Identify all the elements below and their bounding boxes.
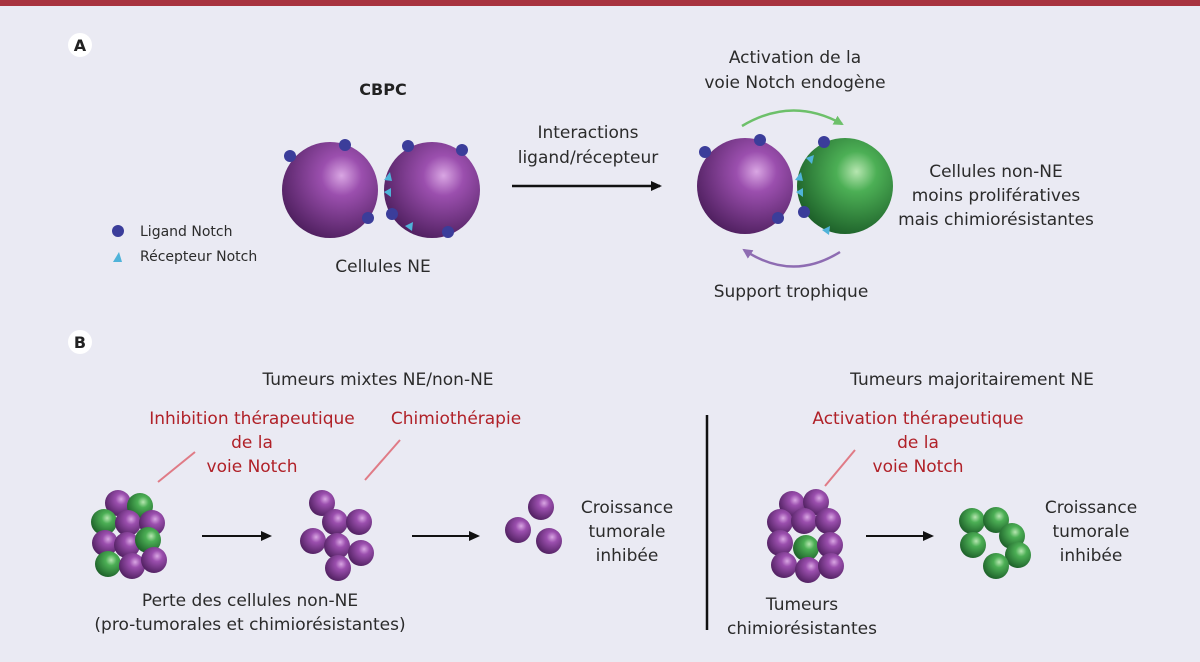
growth-right-line-1: Croissance: [1045, 498, 1137, 518]
chemo-pointer: [364, 439, 401, 481]
legend-receptor-icon: [113, 252, 122, 262]
legend-ligand-icon: [112, 225, 124, 237]
cells-ne-label: Cellules NE: [335, 257, 430, 277]
panel-a-badge: [68, 33, 92, 57]
ligand-icon: [456, 144, 468, 156]
receptor-icon: [384, 172, 392, 181]
receptor-icon: [405, 222, 413, 231]
mixed-tumor-cluster: [91, 490, 167, 579]
non-ne-line-1: Cellules non-NE: [929, 162, 1063, 182]
activation-line-1: Activation de la: [729, 48, 861, 68]
receptor-icon: [795, 172, 803, 181]
small-ne-cluster: [505, 494, 562, 554]
ligand-icon: [339, 139, 351, 151]
panel-a-label: A: [74, 36, 87, 55]
ligand-icon: [442, 226, 454, 238]
ne-title: Tumeurs majoritairement NE: [849, 370, 1094, 390]
growth-left-line-2: tumorale: [589, 522, 666, 542]
legend-receptor-label: Récepteur Notch: [140, 249, 257, 265]
growth-left-line-3: inhibée: [596, 546, 659, 566]
ligand-icon: [362, 212, 374, 224]
non-ne-line-3: mais chimiorésistantes: [898, 210, 1094, 230]
ligand-icon: [402, 140, 414, 152]
receptor-icon: [806, 155, 814, 164]
non-ne-line-2: moins prolifératives: [912, 186, 1081, 206]
ne-cell-left: [282, 142, 378, 238]
ligand-icon: [699, 146, 711, 158]
panel-b-label: B: [74, 333, 86, 352]
receptor-icon: [822, 226, 830, 235]
mixed-title: Tumeurs mixtes NE/non-NE: [261, 370, 493, 390]
loss-line-1: Perte des cellules non-NE: [142, 591, 358, 611]
resistant-line-1: Tumeurs: [765, 595, 838, 615]
activation-arrow: [741, 109, 844, 128]
chemo-label: Chimiothérapie: [391, 409, 521, 429]
cbpc-title: CBPC: [359, 80, 406, 99]
ne-cell: [697, 138, 793, 234]
ligand-icon: [284, 150, 296, 162]
growth-left-line-1: Croissance: [581, 498, 673, 518]
ligand-icon: [772, 212, 784, 224]
ligand-icon: [818, 136, 830, 148]
mostly-ne-cluster: [767, 489, 844, 583]
top-bar: [0, 0, 1200, 6]
growth-right-line-3: inhibée: [1060, 546, 1123, 566]
receptor-icon: [384, 188, 391, 197]
legend: Ligand Notch Récepteur Notch: [112, 224, 257, 265]
activation-pointer: [824, 449, 856, 487]
panel-b-badge: [68, 330, 92, 354]
activation-b-line-3: voie Notch: [873, 457, 964, 477]
interaction-line-1: Interactions: [537, 123, 638, 143]
activation-b-line-1: Activation thérapeutique: [812, 409, 1023, 429]
ne-non-ne-pair: [697, 134, 893, 235]
support-label: Support trophique: [714, 282, 869, 302]
receptor-icon: [796, 188, 803, 197]
growth-right-line-2: tumorale: [1053, 522, 1130, 542]
activation-line-2: voie Notch endogène: [704, 73, 885, 93]
resistant-line-2: chimiorésistantes: [727, 619, 877, 639]
inhibition-line-1: Inhibition thérapeutique: [149, 409, 355, 429]
activation-b-line-2: de la: [897, 433, 939, 453]
ne-tumor-cluster: [300, 490, 374, 581]
ligand-icon: [754, 134, 766, 146]
ligand-icon: [798, 206, 810, 218]
non-ne-cluster: [959, 507, 1031, 579]
ligand-icon: [386, 208, 398, 220]
support-arrow: [742, 248, 841, 268]
non-ne-cell: [797, 138, 893, 234]
ne-cell-right: [384, 142, 480, 238]
ne-cell-pair: [282, 139, 480, 238]
inhibition-line-2: de la: [231, 433, 273, 453]
legend-ligand-label: Ligand Notch: [140, 224, 232, 240]
inhibition-line-3: voie Notch: [207, 457, 298, 477]
loss-line-2: (pro-tumorales et chimiorésistantes): [94, 615, 405, 635]
inhibition-pointer: [157, 451, 196, 483]
interaction-line-2: ligand/récepteur: [518, 148, 659, 168]
